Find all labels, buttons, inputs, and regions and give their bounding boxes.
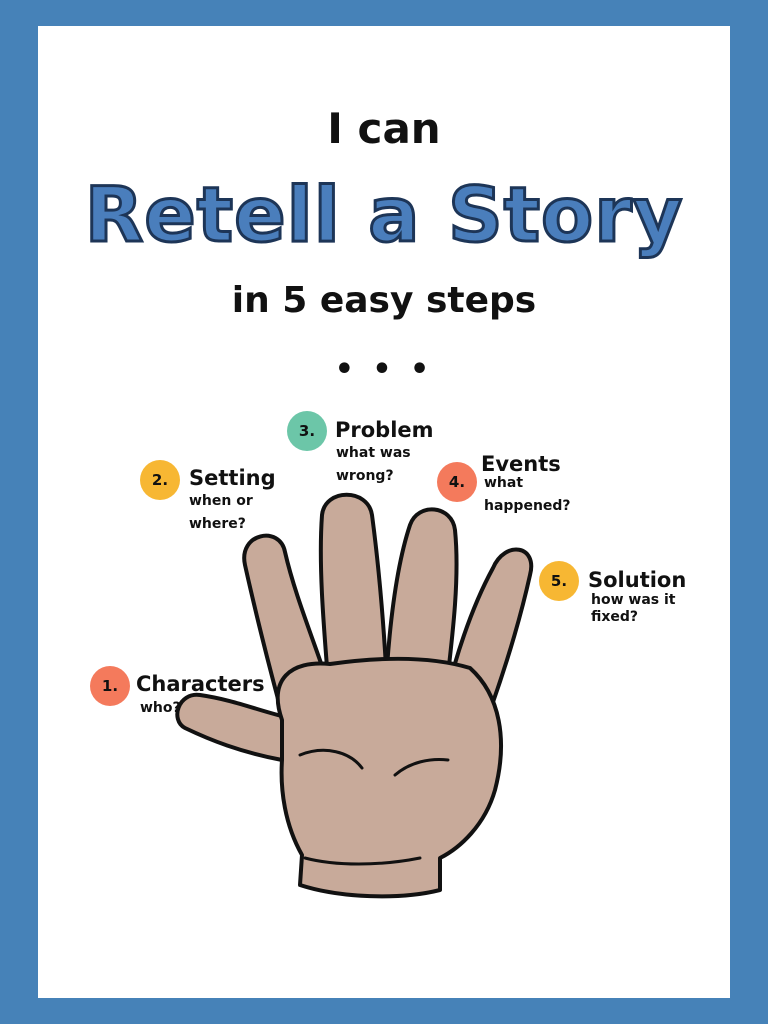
palm-shape (275, 656, 503, 899)
step-5-badge: 5. (539, 561, 579, 601)
step-2-sub: when or where? (189, 493, 253, 532)
ellipsis-dots: • • • (334, 352, 434, 387)
step-3-label: Problem (335, 418, 434, 442)
palm-crease-left (298, 748, 364, 770)
step-4-sub: what happened? (484, 475, 571, 514)
step-1-label: Characters (136, 672, 265, 696)
step-2-label: Setting (189, 466, 276, 490)
title-retell-a-story: Retell a Story (83, 169, 684, 261)
step-3-sub: what was wrong? (336, 445, 411, 484)
middle-finger-shape (318, 492, 390, 707)
thumb-shape (175, 692, 292, 762)
palm-crease-right (393, 758, 450, 777)
step-3-badge: 3. (287, 411, 327, 451)
step-1-badge: 1. (90, 666, 130, 706)
step-5-sub: how was it fixed? (591, 592, 676, 625)
ring-finger-shape (383, 507, 459, 702)
title-i-can: I can (327, 104, 441, 153)
step-4-label: Events (481, 452, 561, 476)
step-1-sub: who? (140, 700, 181, 716)
step-2-badge: 2. (140, 460, 180, 500)
step-5-label: Solution (588, 568, 687, 592)
title-five-easy-steps: in 5 easy steps (231, 280, 537, 321)
step-4-badge: 4. (437, 462, 477, 502)
wrist-crease (303, 856, 422, 866)
